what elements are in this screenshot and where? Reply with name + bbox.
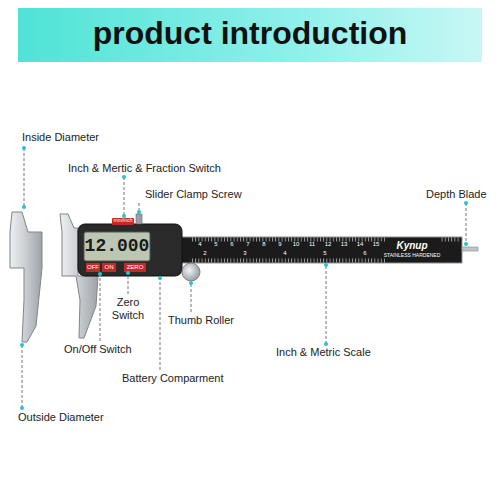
scale-ticks [440,238,460,242]
fixed-jaw [10,212,42,342]
scale-number: 5 [323,250,326,257]
brand-name: Kynup [396,240,427,252]
part-label: Depth Blade [426,188,487,201]
part-label: Zero Switch [106,296,150,321]
page-title: product introduction [93,15,408,52]
part-label: Outside Diameter [18,411,104,424]
scale-ticks [190,238,385,242]
scale-number: 9 [278,241,281,248]
scale-number: 8 [262,241,265,248]
scale-number: 12 [325,241,332,248]
button-text: ZERO [127,264,144,271]
off-button [86,263,100,272]
title-band [18,8,482,62]
part-label: On/Off Switch [64,343,132,356]
clamp-screw [136,214,142,224]
part-label: Inside Diameter [22,131,99,144]
part-label: Battery Comparment [122,372,223,385]
on-button [102,263,116,272]
leader-dots [20,146,468,410]
scale-ticks [190,259,385,263]
scale-number: 5 [214,241,217,248]
scale-number: 10 [293,241,300,248]
scale-number: 3 [243,250,246,257]
scale-number: 11 [309,241,315,248]
brand-subtitle: STAINLESS HARDENED [384,253,441,259]
slider-body [78,224,182,276]
leader-lines [22,148,466,408]
part-label: Inch & Metric Scale [276,346,371,359]
scale-number: 6 [363,250,366,257]
scale-number: 13 [341,241,348,248]
part-label: Slider Clamp Screw [145,188,242,201]
part-label: Thumb Roller [168,314,234,327]
part-label: Inch & Mertic & Fraction Switch [68,162,221,175]
mode-button [112,218,134,225]
scale-number: 4 [198,241,201,248]
zero-button [124,263,146,272]
button-text: mm/inch [114,218,133,224]
display-reading: 12.000 [85,236,150,257]
scale-number: 4 [283,250,286,257]
lcd-screen [84,232,150,261]
scale-number: 7 [246,241,249,248]
button-text: ON [105,264,114,271]
scale-number: 6 [230,241,233,248]
scale-number: 2 [203,250,206,257]
scale-number: 15 [373,241,380,248]
thumb-roller [182,263,200,281]
scale-number: 14 [357,241,364,248]
depth-blade [462,247,478,251]
button-text: OFF [87,264,99,271]
